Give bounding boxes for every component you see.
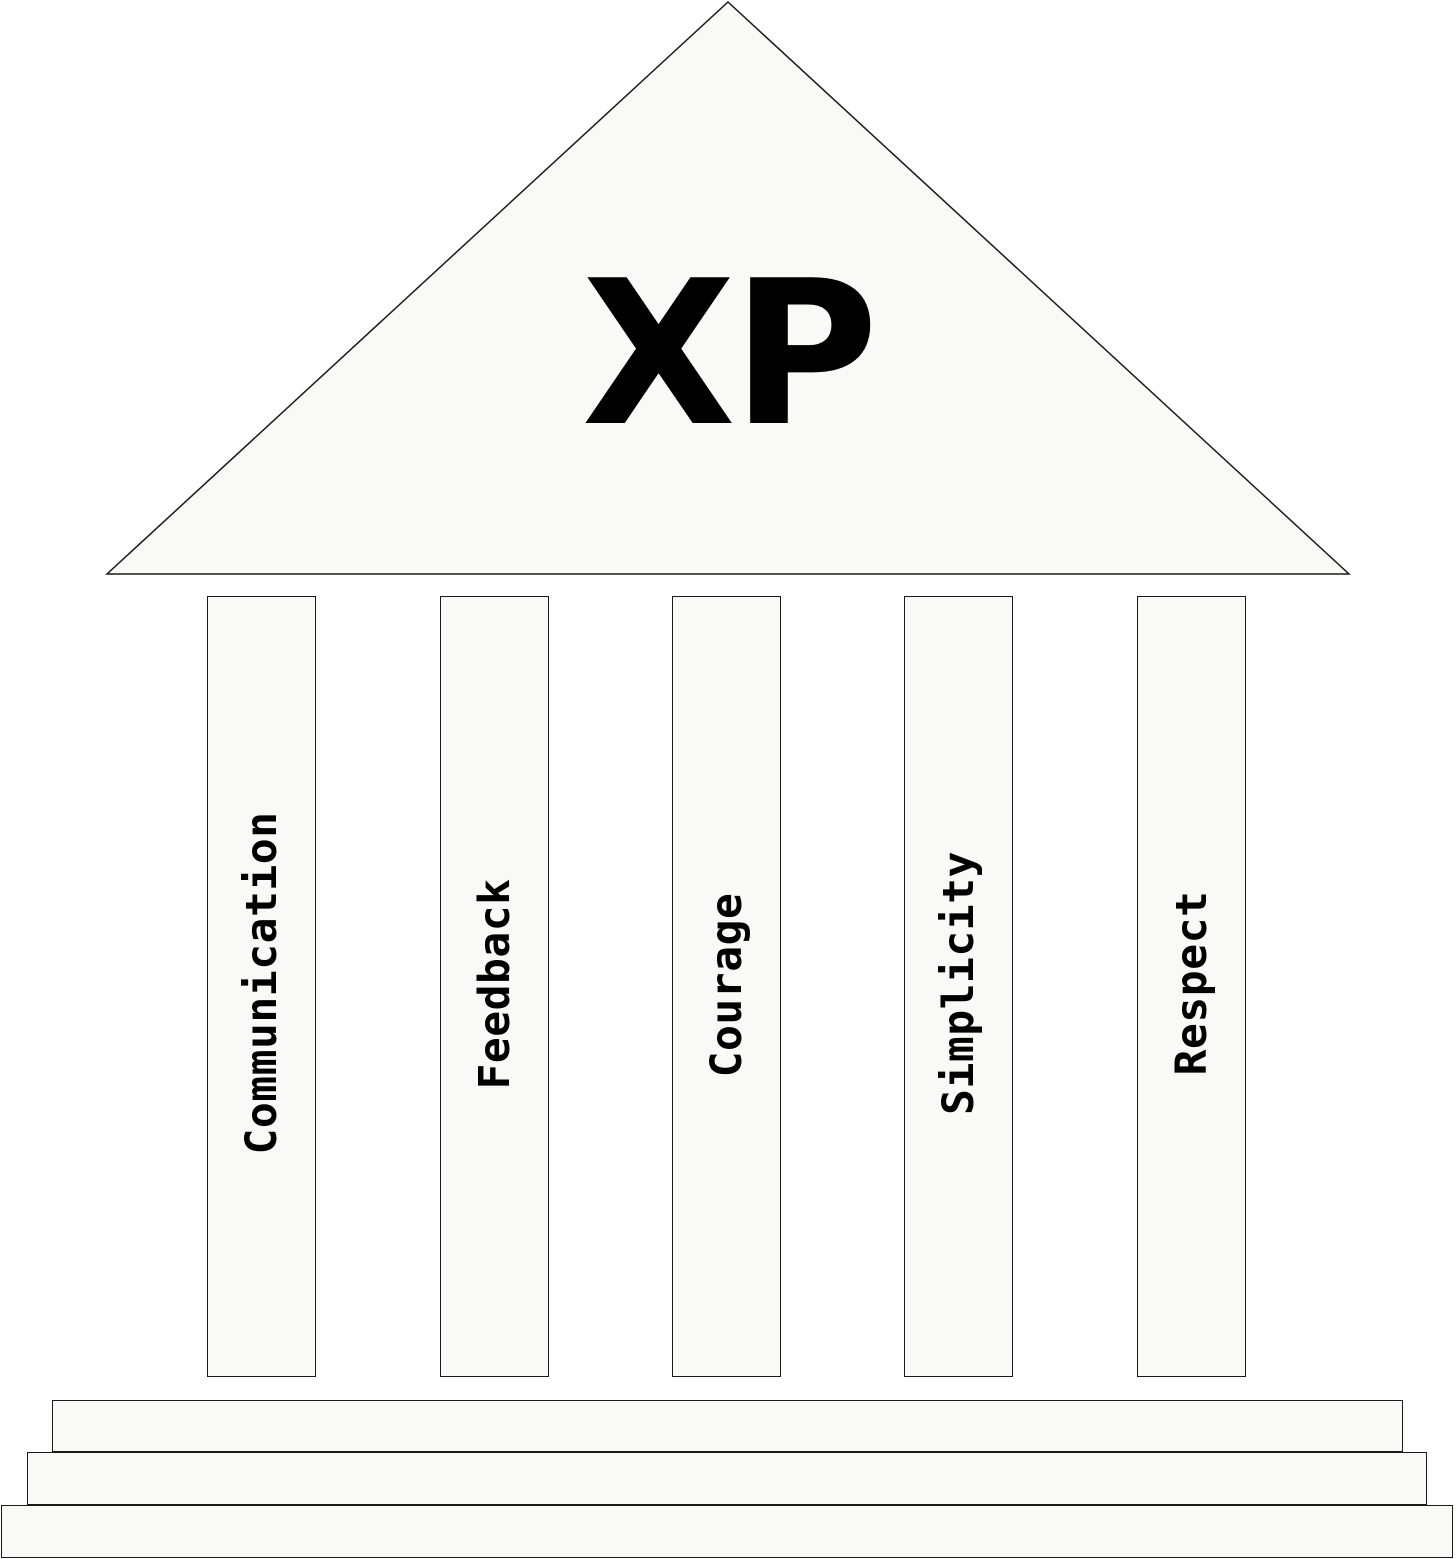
pillar-courage: Courage xyxy=(672,596,781,1377)
roof-pediment: XP xyxy=(0,0,1456,580)
pillar-communication: Communication xyxy=(207,596,316,1377)
pillar-respect: Respect xyxy=(1137,596,1246,1377)
pillar-label: Simplicity xyxy=(933,850,984,1115)
roof-title: XP xyxy=(581,238,879,471)
roof-triangle-shape xyxy=(105,0,1351,575)
base-step-top xyxy=(52,1400,1403,1452)
base-step-middle xyxy=(27,1452,1427,1505)
pillar-simplicity: Simplicity xyxy=(904,596,1013,1377)
pillar-label: Courage xyxy=(701,892,752,1077)
pillar-label: Communication xyxy=(236,810,287,1155)
base-step-bottom xyxy=(1,1505,1453,1558)
pillar-label: Respect xyxy=(1166,890,1217,1075)
pillar-label: Feedback xyxy=(469,877,520,1090)
pillar-feedback: Feedback xyxy=(440,596,549,1377)
